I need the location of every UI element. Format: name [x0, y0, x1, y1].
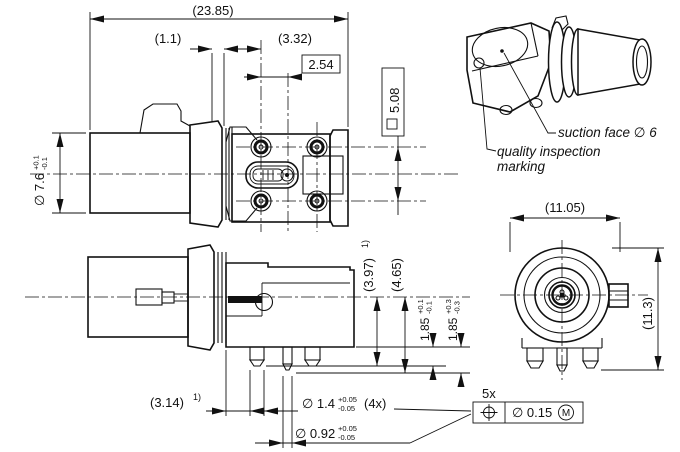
- dim-offset-label: (3.14): [150, 395, 184, 410]
- dim-overall-length: (23.85): [89, 3, 349, 130]
- front-ring4: [543, 276, 581, 314]
- pin-reach-a-footnote: 1): [360, 240, 370, 248]
- inspection-marking-dot: [473, 57, 485, 69]
- pin-reach-b-label: (4.65): [389, 258, 404, 292]
- dim-pin-reach-a: (3.97) 1): [266, 240, 446, 367]
- dim-barrel-dia-tol-plus: +0.1: [32, 155, 41, 170]
- dim-overall-length-label: (23.85): [192, 3, 233, 18]
- view-side-pins-down: (3.14) 1) ∅ 1.4 +0.05 -0.05 (4x) ∅ 0.92 …: [25, 240, 472, 448]
- fcf-count: 5x: [482, 386, 496, 401]
- protrusion-b-tol-minus: -0.3: [453, 301, 462, 314]
- dim-front-width: (11.05): [509, 200, 621, 252]
- dim-flange-label: (1.1): [155, 31, 182, 46]
- pin-outer-tol-plus: +0.05: [338, 395, 357, 404]
- front-lobe3: [563, 295, 569, 301]
- pins-side: [248, 346, 322, 371]
- dim-pin-reach-b: (4.65): [296, 258, 470, 374]
- solder-pads: [250, 136, 328, 212]
- dim-square-label: 5.08: [387, 88, 402, 113]
- dim-pin-center-dia: ∅ 0.92 +0.05 -0.05: [255, 376, 472, 448]
- key-bump: [139, 103, 191, 134]
- dim-protrusion-b: 1.85 +0.3 -0.3: [444, 299, 465, 387]
- front-tab: [608, 283, 629, 308]
- front-ring2: [523, 256, 601, 334]
- contact-slot: [245, 155, 344, 195]
- dim-offset-footnote: 1): [193, 392, 201, 402]
- dim-flange-and-offset: (1.1) (3.32): [155, 31, 312, 126]
- dim-offset-label: (3.32): [278, 31, 312, 46]
- contact-slot-side: [228, 296, 262, 303]
- protrusion-b-tol-plus: +0.3: [444, 299, 453, 314]
- iso-pin2: [529, 97, 543, 109]
- mmc-modifier-letter: M: [562, 408, 570, 419]
- dim-barrel-diameter: ∅ 7.6 +0.1 -0.1: [32, 132, 86, 214]
- pin-center-tol-minus: -0.05: [338, 433, 355, 442]
- view-isometric: suction face ∅ 6 quality inspection mark…: [466, 15, 657, 174]
- dim-protrusion-a: 1.85 +0.1 -0.1: [356, 299, 470, 380]
- dim-pin-offset: (3.14) 1): [150, 350, 298, 416]
- pin-outer-count: (4x): [364, 396, 386, 411]
- dim-barrel-dia-label: ∅ 7.6: [32, 173, 47, 206]
- protrusion-b-label: 1.85: [446, 317, 460, 341]
- quality-note-line2: marking: [497, 159, 546, 174]
- iso-barrel-cap: [632, 38, 652, 86]
- front-outer-ring: [514, 247, 610, 343]
- suction-leader: [503, 52, 556, 134]
- mount-ear-top: [225, 126, 258, 143]
- mount-ear-bottom: [225, 205, 258, 222]
- housing-side: [225, 262, 355, 348]
- coupling-nut: [189, 120, 223, 228]
- quality-leader: [479, 67, 497, 152]
- fcf-tolerance: ∅ 0.15: [512, 405, 552, 420]
- center-contact-step: [161, 291, 175, 304]
- iso-barrel: [577, 28, 641, 96]
- front-contact-ring: [551, 284, 573, 306]
- iso-block-edge2: [530, 22, 539, 57]
- pin-reach-a-label: (3.97): [361, 258, 376, 292]
- iso-block-edge: [471, 55, 539, 72]
- protrusion-a-tol-plus: +0.1: [416, 299, 425, 314]
- suction-face: [471, 26, 529, 68]
- barrel-body: [89, 132, 191, 214]
- view-front: (11.05) (11.3): [500, 200, 664, 380]
- iso-block: [466, 22, 552, 113]
- iso-key-tab: [551, 15, 569, 31]
- mmc-modifier-icon: M: [558, 404, 574, 421]
- pin-outer-tol-minus: -0.05: [338, 404, 355, 413]
- dim-barrel-dia-tol-minus: -0.1: [40, 157, 49, 170]
- pivot-side: [254, 292, 274, 312]
- protrusion-a-tol-minus: -0.1: [425, 301, 434, 314]
- pin-center-tol-plus: +0.05: [338, 424, 357, 433]
- suction-note: suction face ∅ 6: [558, 125, 657, 140]
- dim-square-pattern: 5.08: [381, 67, 405, 215]
- dim-pitch: 2.54: [244, 54, 341, 81]
- front-center-hole: [560, 293, 565, 298]
- fcf-box: [472, 401, 584, 424]
- front-base-pins: [521, 338, 603, 372]
- iso-barrel-bore: [635, 45, 649, 79]
- view-side-horizontal: (23.85) (1.1) (3.32) 2.54 5.08: [30, 3, 458, 232]
- front-width-label: (11.05): [545, 200, 585, 215]
- quality-note-line1: quality inspection: [497, 144, 601, 159]
- flange-side: [187, 244, 215, 351]
- front-height-label: (11.3): [640, 297, 655, 330]
- front-ring5: [548, 281, 576, 309]
- pin-center-dia-label: ∅ 0.92: [295, 426, 335, 441]
- position-tolerance-icon: [480, 404, 498, 421]
- suction-leader-dot: [500, 49, 504, 53]
- dim-front-height: (11.3): [601, 247, 664, 371]
- front-ring3: [534, 267, 590, 323]
- feature-control-frame: 5x ∅ 0.15 M: [472, 386, 584, 424]
- dim-pitch-label: 2.54: [308, 57, 333, 72]
- iso-pin1: [499, 104, 513, 116]
- protrusion-a-label: 1.85: [418, 317, 432, 341]
- front-lobe2: [555, 295, 561, 301]
- housing-end-cap: [329, 129, 349, 227]
- pin-outer-dia-label: ∅ 1.4: [302, 396, 335, 411]
- dim-pin-outer-dia: ∅ 1.4 +0.05 -0.05 (4x): [302, 395, 472, 413]
